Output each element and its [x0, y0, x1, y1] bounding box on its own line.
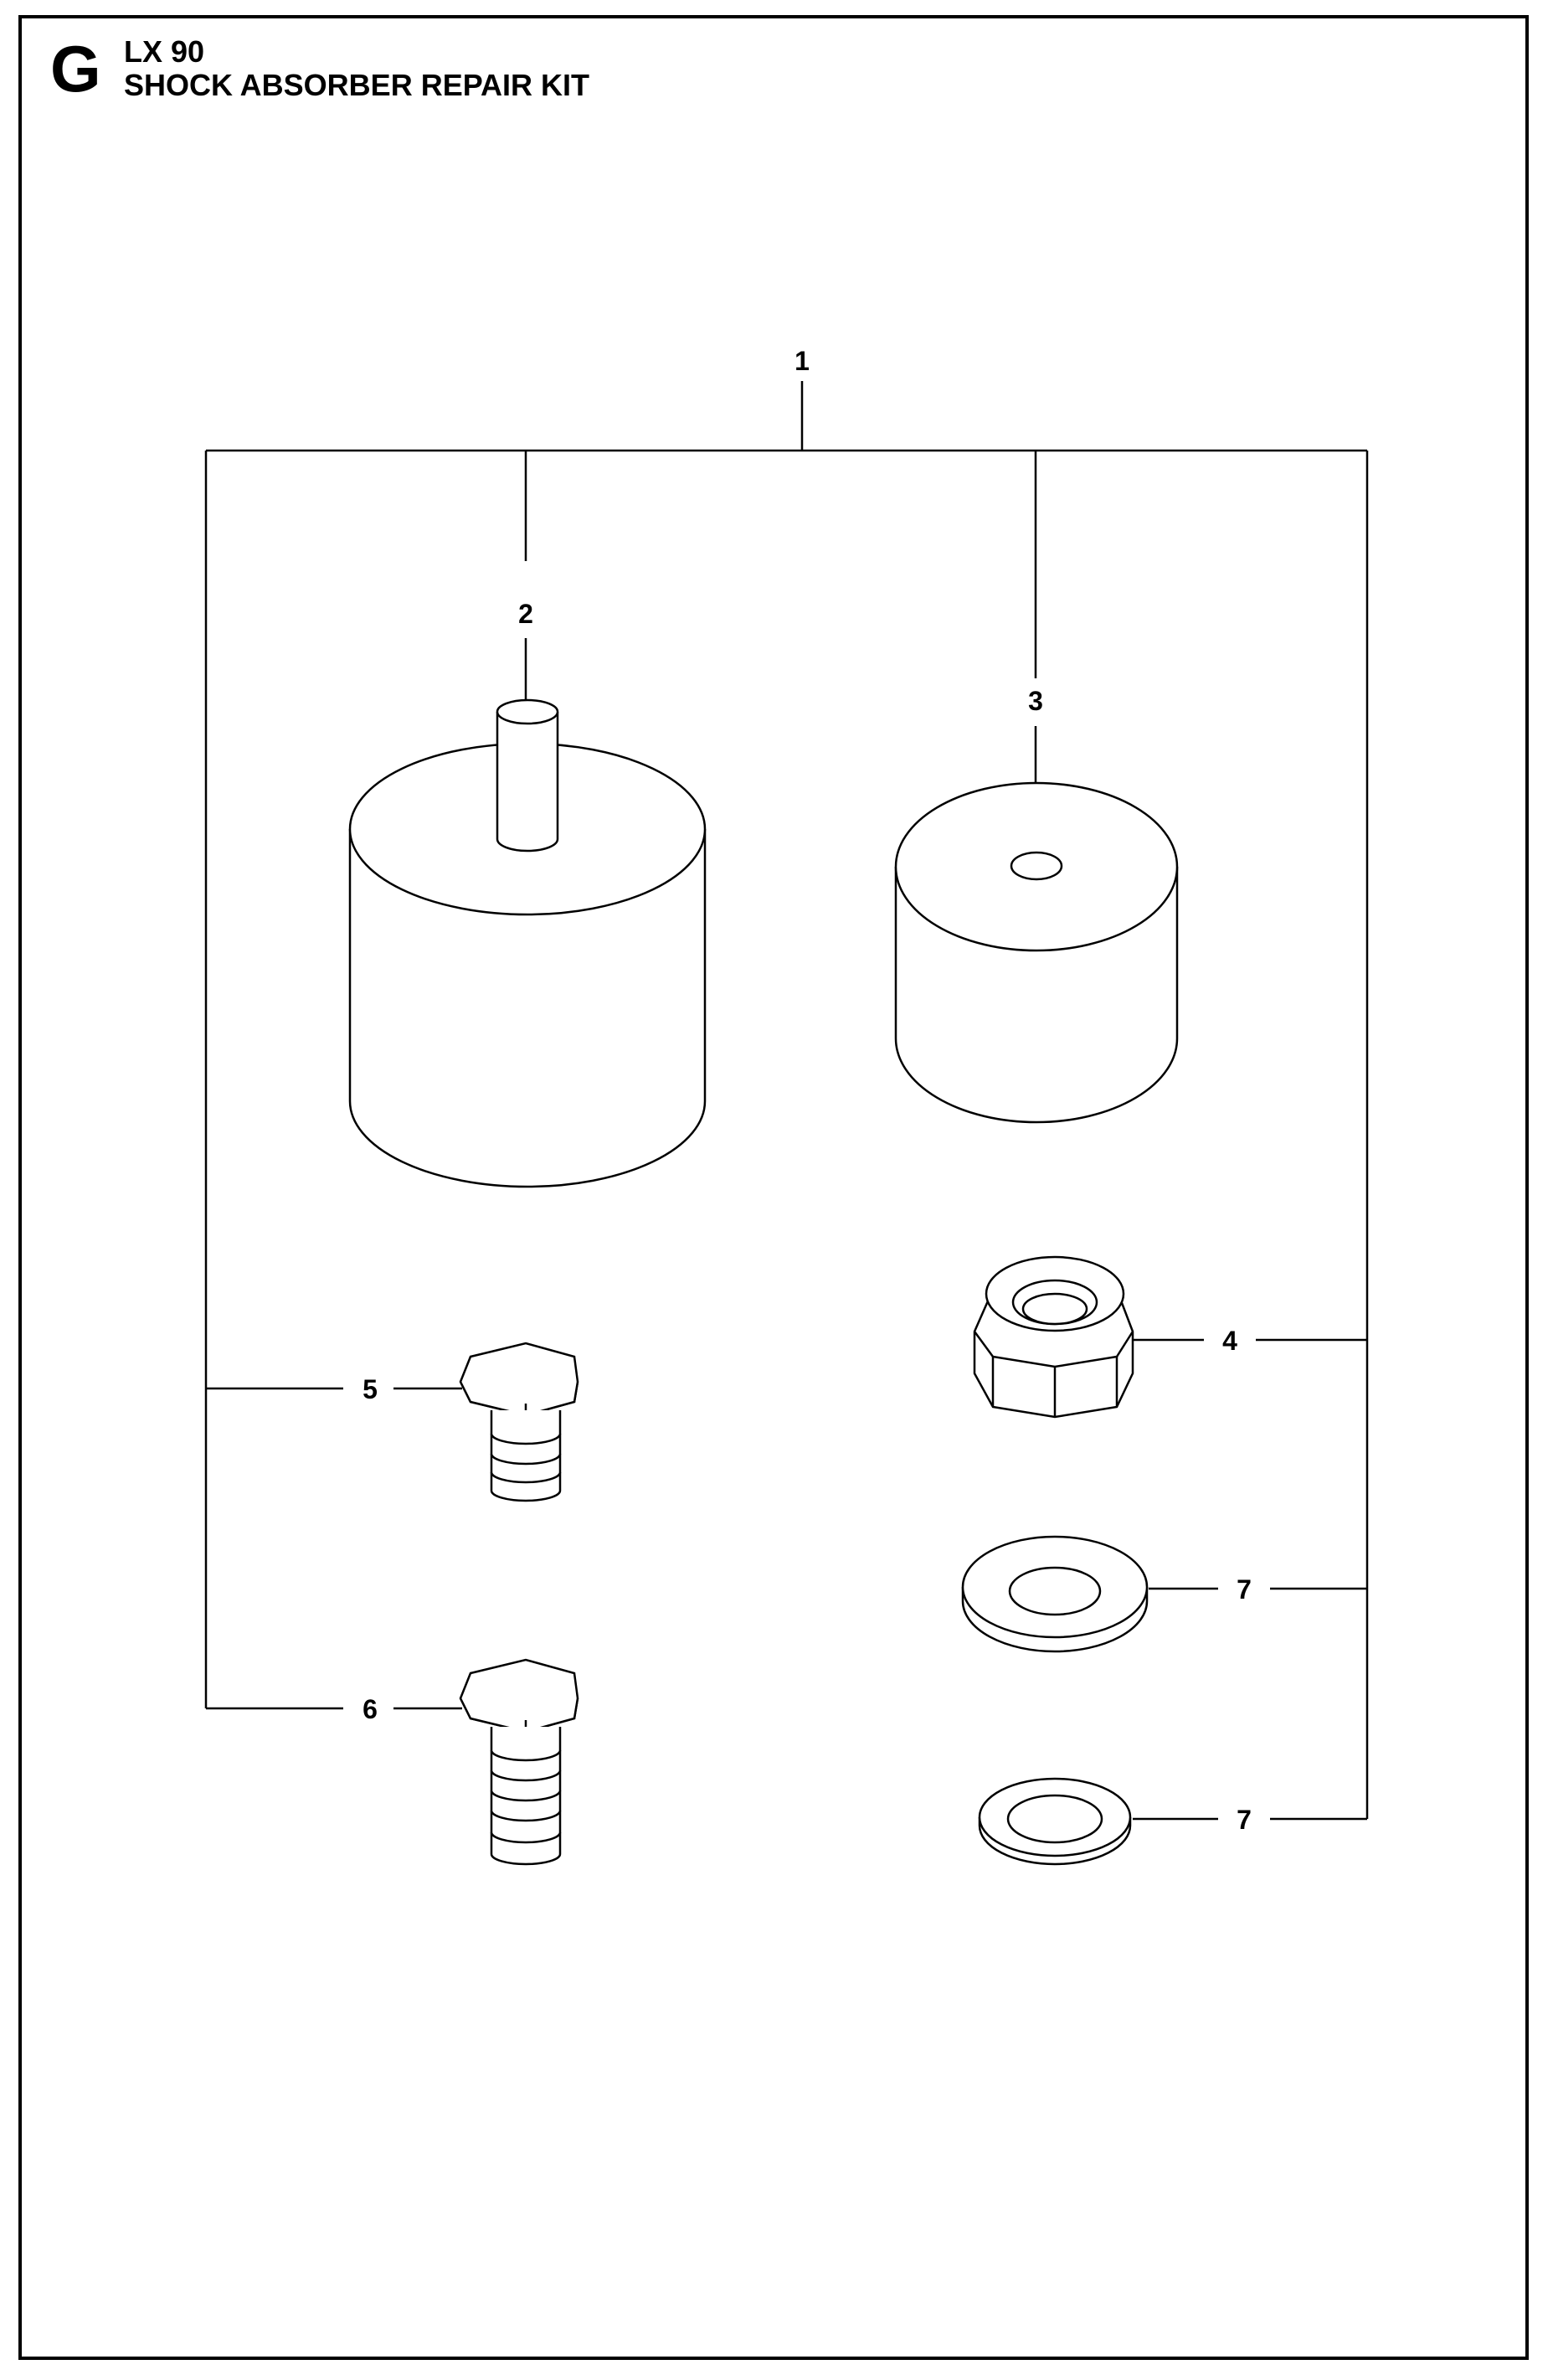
washer-large — [961, 1535, 1149, 1653]
callout-7-small-washer: 7 — [1237, 1805, 1252, 1835]
shock-absorber-with-hole — [894, 781, 1179, 1124]
model-name: LX 90 — [124, 34, 205, 69]
page-title: SHOCK ABSORBER REPAIR KIT — [124, 68, 590, 102]
callout-7-large-washer: 7 — [1237, 1574, 1252, 1605]
callout-5: 5 — [363, 1374, 378, 1404]
callout-3: 3 — [1028, 686, 1043, 716]
page-border — [18, 15, 1529, 2360]
callout-4: 4 — [1222, 1326, 1237, 1356]
lock-nut — [973, 1255, 1134, 1419]
shock-absorber-with-stud — [348, 698, 707, 1188]
callout-2: 2 — [518, 599, 533, 629]
callout-1: 1 — [794, 346, 810, 376]
hex-bolt-long — [459, 1658, 579, 1866]
hex-bolt-short — [459, 1342, 579, 1502]
washer-small — [978, 1777, 1132, 1866]
callout-lines — [204, 381, 1369, 1821]
callout-6: 6 — [363, 1694, 378, 1724]
section-letter: G — [50, 32, 101, 106]
